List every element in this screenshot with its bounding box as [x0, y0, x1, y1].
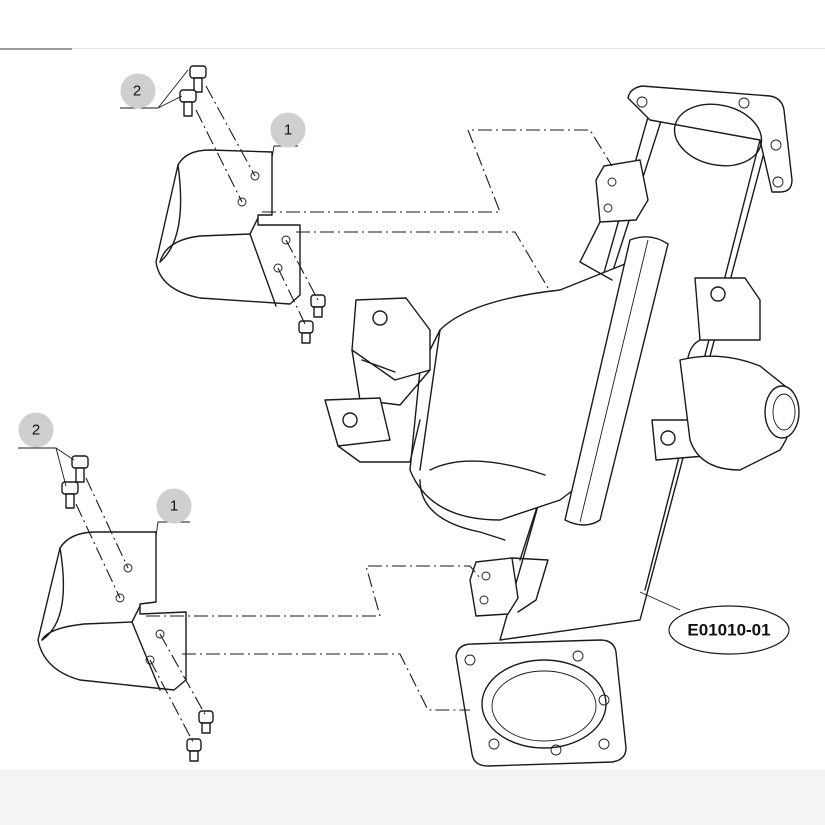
bolt-icon [186, 738, 202, 762]
top-divider [0, 48, 825, 49]
callout-label: 2 [133, 83, 141, 100]
reference-code-callout: E01010-01 [639, 591, 790, 655]
bolt-icon [198, 710, 214, 734]
bolt-icon [298, 320, 314, 344]
bolt-icon [189, 65, 207, 93]
bolt-icon [71, 455, 89, 483]
bolt-icon [179, 89, 197, 117]
bolt-icon [61, 481, 79, 509]
callout-2-upper: 2 [120, 69, 189, 109]
callout-1-lower: 1 [155, 488, 192, 537]
lower-bracket-bolts [61, 455, 214, 762]
top-divider-accent [0, 48, 72, 50]
bottom-band [0, 770, 825, 825]
callout-label: 1 [284, 122, 292, 139]
reference-code: E01010-01 [687, 621, 770, 640]
upper-bracket [155, 149, 301, 307]
bolt-icon [310, 294, 326, 318]
assembly-lines [75, 85, 613, 745]
callout-2-lower: 2 [18, 412, 75, 487]
axle-housing [324, 85, 800, 767]
lower-bracket [37, 531, 187, 691]
upper-bracket-bolts [179, 65, 326, 344]
callout-label: 2 [32, 422, 40, 439]
callout-label: 1 [170, 498, 178, 515]
callout-1-upper: 1 [270, 112, 306, 159]
